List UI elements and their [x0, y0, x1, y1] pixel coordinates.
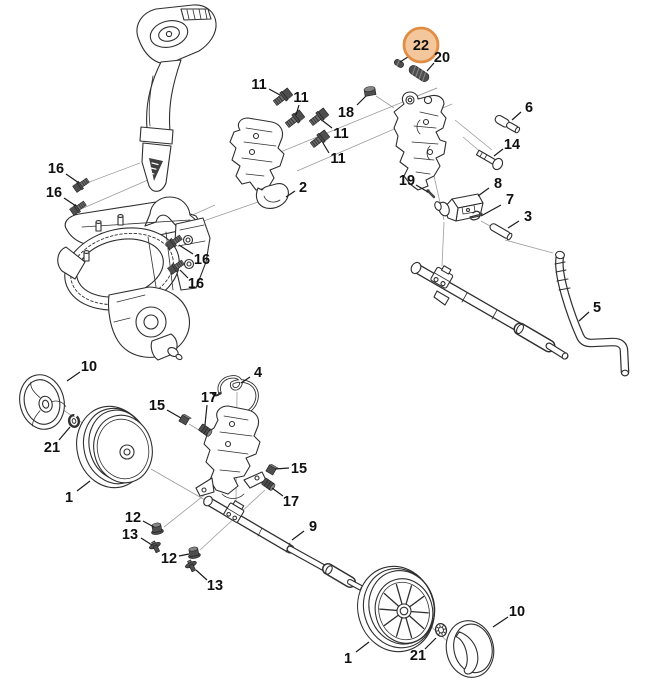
leader-line-12	[178, 553, 190, 557]
part-label-15[interactable]: 15	[149, 398, 165, 414]
leader-line-16	[179, 269, 189, 279]
axle-tube	[410, 261, 569, 360]
part-label-1[interactable]: 1	[344, 651, 352, 667]
part-label-10[interactable]: 10	[81, 359, 97, 375]
bolt-14	[475, 149, 504, 171]
leader-line-10	[66, 371, 81, 382]
leader-line-13	[140, 537, 153, 546]
leader-line-3	[507, 220, 520, 229]
leader-line-1	[76, 480, 91, 492]
leader-line-16	[63, 197, 77, 207]
leader-line-12	[142, 520, 155, 528]
leader-line-6	[511, 111, 522, 121]
axle-shaft-9	[203, 495, 366, 593]
e-clip-21	[67, 410, 81, 428]
spring-20	[408, 65, 430, 82]
hubcap-bottom-10	[445, 620, 495, 678]
leader-line-18	[356, 95, 367, 106]
part-label-22[interactable]: 22	[413, 38, 429, 54]
leader-line-7	[480, 204, 502, 217]
handle-assembly	[136, 4, 217, 192]
hubcap-top-10	[19, 374, 67, 430]
part-label-21[interactable]: 21	[410, 648, 426, 664]
leader-line-13	[195, 569, 208, 581]
crank-handle-5	[554, 250, 630, 377]
leader-line-16	[65, 173, 80, 184]
leader-line-5	[578, 311, 590, 322]
leader-line-9	[291, 530, 305, 541]
part-label-11[interactable]: 11	[333, 126, 348, 142]
part-label-13[interactable]: 13	[122, 527, 138, 543]
pin-6	[494, 114, 521, 134]
part-label-11[interactable]: 11	[330, 151, 345, 167]
part-label-16[interactable]: 16	[46, 185, 62, 201]
part-label-16[interactable]: 16	[48, 161, 64, 177]
part-label-3[interactable]: 3	[524, 209, 532, 225]
part-label-12[interactable]: 12	[161, 551, 177, 567]
part-label-17[interactable]: 17	[201, 390, 217, 406]
part-label-7[interactable]: 7	[506, 192, 514, 208]
star-washer-21	[434, 623, 448, 637]
leader-line-16	[178, 244, 194, 255]
leader-line-15	[274, 467, 290, 470]
wheel-right-1	[357, 565, 436, 653]
part-label-16[interactable]: 16	[188, 276, 204, 292]
leader-line-2	[285, 190, 296, 198]
wire-clip-4	[212, 375, 259, 413]
label-leader-lines	[58, 54, 590, 653]
part-label-12[interactable]: 12	[125, 510, 141, 526]
leader-line-20	[426, 62, 435, 72]
wheel-left-1	[76, 405, 153, 489]
leader-line-14	[493, 148, 504, 157]
part-label-2[interactable]: 2	[299, 180, 307, 196]
gearbox-housing	[57, 196, 211, 361]
mounting-bracket-2	[229, 117, 289, 209]
leader-line-11	[268, 88, 281, 96]
part-label-11[interactable]: 11	[251, 77, 266, 93]
wheel-bracket	[195, 405, 267, 499]
leader-line-19	[415, 184, 429, 193]
part-label-10[interactable]: 10	[509, 604, 525, 620]
part-label-1[interactable]: 1	[65, 490, 73, 506]
leader-line-11	[295, 104, 300, 116]
part-label-15[interactable]: 15	[291, 461, 307, 477]
leader-line-17	[271, 487, 284, 497]
part-label-6[interactable]: 6	[525, 100, 533, 116]
part-label-8[interactable]: 8	[494, 176, 502, 192]
leader-line-21	[58, 426, 71, 441]
pivot-bracket-casting	[393, 91, 447, 191]
leader-line-21	[424, 637, 437, 650]
leader-line-8	[477, 187, 490, 197]
part-label-4[interactable]: 4	[254, 365, 262, 381]
leader-line-4	[240, 376, 251, 384]
part-label-17[interactable]: 17	[283, 494, 299, 510]
selected-part-highlight	[402, 26, 440, 64]
part-label-9[interactable]: 9	[309, 519, 317, 535]
leader-line-11	[322, 142, 330, 154]
cap-nut-18	[363, 86, 377, 97]
clip-7	[469, 210, 483, 221]
pin-3	[489, 223, 513, 241]
part-label-14[interactable]: 14	[504, 137, 520, 153]
part-label-11[interactable]: 11	[293, 90, 308, 106]
leader-line-11	[322, 120, 333, 129]
leader-line-17	[204, 404, 208, 426]
part-label-20[interactable]: 20	[434, 50, 450, 66]
part-label-18[interactable]: 18	[338, 105, 354, 121]
part-label-13[interactable]: 13	[207, 578, 223, 594]
leader-line-15	[166, 409, 182, 419]
leader-line-1	[355, 641, 370, 653]
leader-line-10	[492, 616, 509, 628]
part-label-5[interactable]: 5	[593, 300, 601, 316]
part-label-16[interactable]: 16	[194, 252, 210, 268]
part-label-19[interactable]: 19	[399, 173, 415, 189]
part-label-21[interactable]: 21	[44, 440, 60, 456]
